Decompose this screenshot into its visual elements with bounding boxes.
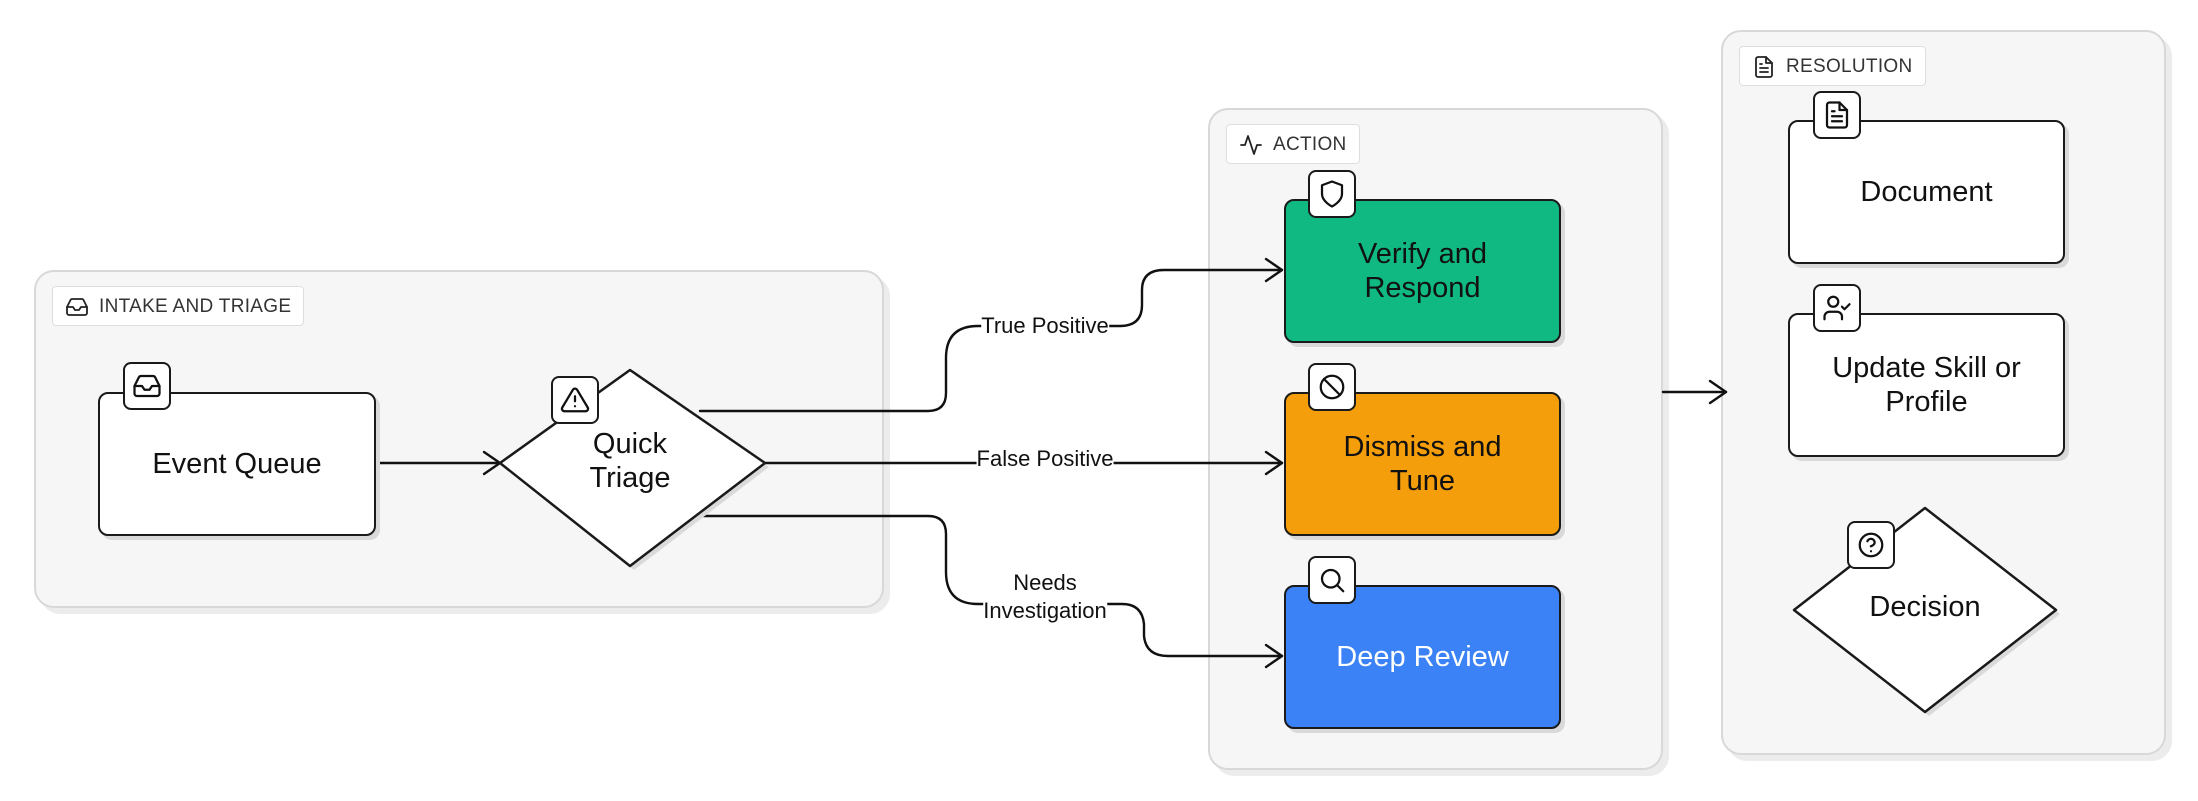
verify-and-respond-badge	[1308, 170, 1356, 218]
document-node[interactable]: Document	[1788, 120, 2065, 264]
action-group-label: ACTION	[1226, 124, 1360, 164]
question-icon	[1858, 532, 1884, 558]
warning-icon	[560, 387, 590, 413]
deep-review-node[interactable]: Deep Review	[1284, 585, 1561, 729]
document-icon	[1825, 101, 1849, 129]
activity-icon	[1240, 135, 1262, 155]
user-check-icon	[1823, 295, 1851, 321]
edge-true-positive-arrow	[1264, 257, 1284, 283]
quick-triage-badge	[551, 376, 599, 424]
edge-label-true-positive: True Positive	[981, 312, 1109, 340]
edge-false-positive-arrow	[1264, 450, 1284, 476]
edge-label-false-positive: False Positive	[976, 445, 1114, 473]
decision-label: Decision	[1869, 591, 1981, 623]
resolution-group-label: RESOLUTION	[1739, 46, 1926, 86]
shield-icon	[1320, 180, 1344, 208]
event-queue-badge	[123, 362, 171, 410]
search-icon	[1320, 568, 1345, 593]
document-icon	[1755, 56, 1773, 78]
inbox-icon	[133, 374, 161, 398]
dismiss-and-tune-badge	[1308, 363, 1356, 411]
event-queue-node[interactable]: Event Queue	[98, 392, 376, 536]
verify-and-respond-node[interactable]: Verify and Respond	[1284, 199, 1561, 343]
decision-badge	[1847, 521, 1895, 569]
deep-review-badge	[1308, 556, 1356, 604]
inbox-icon	[66, 298, 88, 316]
document-badge	[1813, 91, 1861, 139]
quick-triage-label: Quick Triage	[589, 428, 671, 494]
dismiss-and-tune-node[interactable]: Dismiss and Tune	[1284, 392, 1561, 536]
edge-action-to-resolution-arrow	[1708, 379, 1728, 405]
intake-and-triage-group-label: INTAKE AND TRIAGE	[52, 286, 305, 326]
update-skill-or-profile-node[interactable]: Update Skill or Profile	[1788, 313, 2065, 457]
edge-label-needs-investigation: Needs Investigation	[983, 569, 1107, 625]
edge-needs-investigation-arrow	[1264, 643, 1284, 669]
update-skill-or-profile-badge	[1813, 284, 1861, 332]
ban-icon	[1319, 374, 1345, 400]
